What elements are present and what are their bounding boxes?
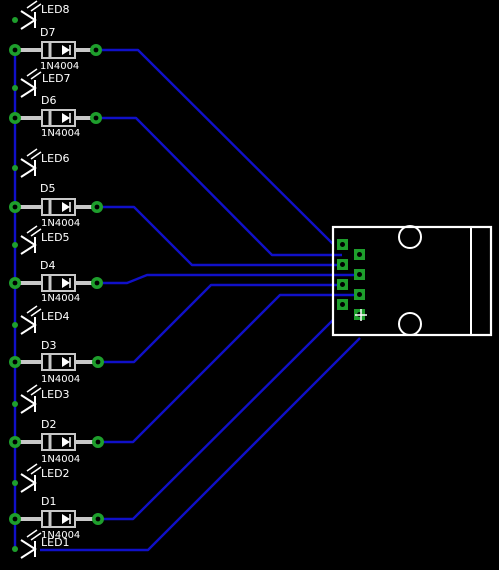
connector-pad[interactable] xyxy=(354,269,365,280)
diode-d6[interactable] xyxy=(9,109,102,127)
connector[interactable] xyxy=(331,225,493,337)
connector-pad[interactable] xyxy=(354,289,365,300)
trace-layer xyxy=(13,48,361,552)
diode-value-label: 1N4004 xyxy=(41,218,81,229)
led4-icon[interactable] xyxy=(12,305,42,335)
diode-ref-label: D5 xyxy=(40,182,56,195)
origin-cross-icon xyxy=(355,309,367,321)
diode-pad[interactable] xyxy=(9,112,21,124)
led1-icon[interactable] xyxy=(12,529,42,559)
led2-icon[interactable] xyxy=(12,463,42,493)
trace-d7[interactable] xyxy=(96,48,334,245)
diode-d5[interactable] xyxy=(9,198,103,216)
led-label: LED8 xyxy=(41,3,70,16)
trace-d2[interactable] xyxy=(98,293,360,444)
diode-symbol-icon xyxy=(62,45,70,55)
connector-pad[interactable] xyxy=(337,299,348,310)
diode-symbol-icon xyxy=(62,357,70,367)
diode-ref-label: D2 xyxy=(41,418,57,431)
mount-hole-top xyxy=(398,225,422,249)
diode-d2[interactable] xyxy=(9,433,104,451)
diode-d3[interactable] xyxy=(9,353,104,371)
led-label: LED6 xyxy=(41,152,70,165)
trace-d1[interactable] xyxy=(98,319,334,521)
connector-pad[interactable] xyxy=(354,249,365,260)
diode-value-label: 1N4004 xyxy=(41,454,81,465)
diode-ref-label: D6 xyxy=(41,94,57,107)
diode-pad[interactable] xyxy=(9,44,21,56)
led5-icon[interactable] xyxy=(12,225,42,255)
diode-ref-label: D1 xyxy=(41,495,57,508)
led6-icon[interactable] xyxy=(12,148,42,178)
diode-ref-label: D4 xyxy=(40,259,56,272)
connector-pad[interactable] xyxy=(337,279,348,290)
trace-d3[interactable] xyxy=(98,283,342,364)
mount-hole-bottom xyxy=(398,312,422,336)
diode-pad[interactable] xyxy=(90,44,102,56)
diode-pad[interactable] xyxy=(91,277,103,289)
connector-latch xyxy=(470,226,492,336)
led-label: LED1 xyxy=(41,536,70,549)
diode-pad[interactable] xyxy=(9,356,21,368)
led-label: LED2 xyxy=(41,467,70,480)
connector-pad[interactable] xyxy=(337,259,348,270)
diode-pad[interactable] xyxy=(92,513,104,525)
trace-d6[interactable] xyxy=(96,116,342,257)
diode-layer xyxy=(9,41,104,528)
led-label: LED3 xyxy=(41,388,70,401)
diode-pad[interactable] xyxy=(9,513,21,525)
diode-symbol-icon xyxy=(62,514,70,524)
diode-d1[interactable] xyxy=(9,510,104,528)
diode-symbol-icon xyxy=(62,437,70,447)
trace-d5[interactable] xyxy=(97,205,342,267)
diode-pad[interactable] xyxy=(92,436,104,448)
diode-symbol-icon xyxy=(62,202,70,212)
connector-pad[interactable] xyxy=(337,239,348,250)
diode-symbol-icon xyxy=(62,278,70,288)
diode-pad[interactable] xyxy=(9,436,21,448)
diode-pad[interactable] xyxy=(92,356,104,368)
trace-d4[interactable] xyxy=(97,273,360,285)
diode-pad[interactable] xyxy=(90,112,102,124)
diode-d7[interactable] xyxy=(9,41,102,59)
diode-value-label: 1N4004 xyxy=(41,374,81,385)
led-label: LED7 xyxy=(42,72,71,85)
diode-value-label: 1N4004 xyxy=(41,293,81,304)
diode-value-label: 1N4004 xyxy=(41,128,81,139)
diode-value-label: 1N4004 xyxy=(40,61,80,72)
diode-ref-label: D3 xyxy=(41,339,57,352)
led3-icon[interactable] xyxy=(12,384,42,414)
trace-led1[interactable] xyxy=(40,337,361,552)
led7-icon[interactable] xyxy=(12,68,42,98)
diode-ref-label: D7 xyxy=(40,26,56,39)
led-label: LED4 xyxy=(41,310,70,323)
diode-pad[interactable] xyxy=(9,277,21,289)
diode-value-label: 1N4004 xyxy=(41,530,81,541)
diode-pad[interactable] xyxy=(91,201,103,213)
led-layer xyxy=(12,0,42,559)
led-label: LED5 xyxy=(41,231,70,244)
led8-icon[interactable] xyxy=(12,0,42,30)
diode-pad[interactable] xyxy=(9,201,21,213)
diode-symbol-icon xyxy=(62,113,70,123)
diode-d4[interactable] xyxy=(9,274,103,292)
